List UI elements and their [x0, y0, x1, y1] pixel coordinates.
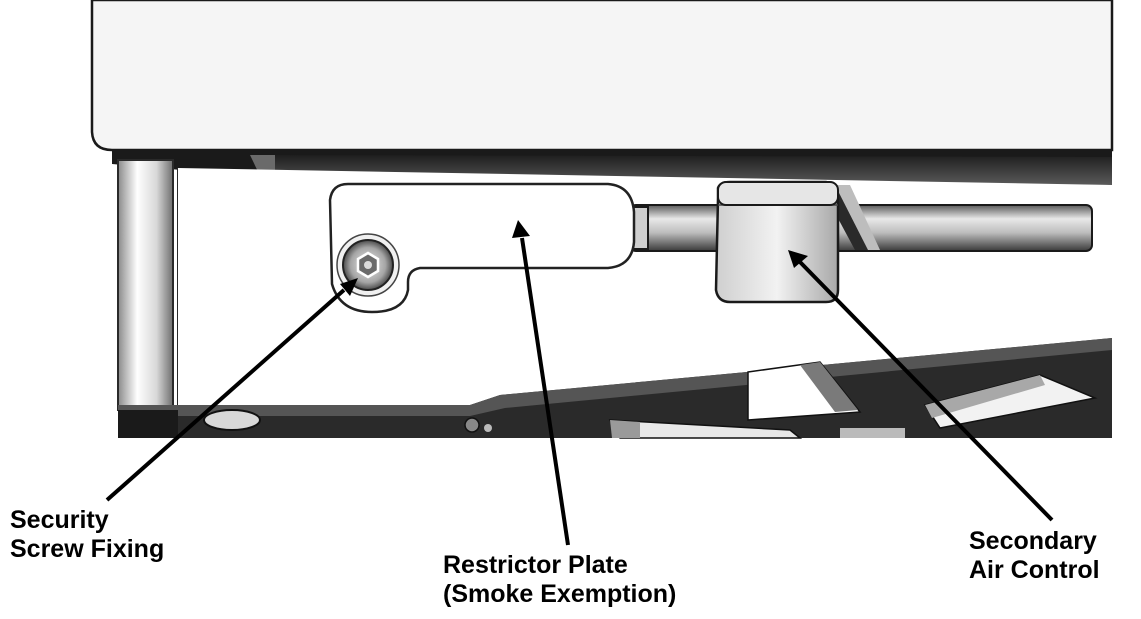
- label-secondary-air-control: Secondary Air Control: [969, 527, 1100, 585]
- label-restrictor-plate: Restrictor Plate (Smoke Exemption): [443, 551, 676, 609]
- arrow-secondary-air: [788, 250, 1054, 522]
- base-tray: [118, 338, 1112, 438]
- security-screw: [336, 233, 400, 297]
- arrow-security-screw: [105, 278, 358, 502]
- label-security-line2: Screw Fixing: [10, 535, 165, 563]
- tray-vents: [608, 361, 1098, 439]
- arrow-restrictor-plate: [512, 220, 570, 546]
- label-secondary-line2: Air Control: [969, 556, 1100, 584]
- label-security-screw-fixing: Security Screw Fixing: [10, 506, 164, 564]
- label-security-line1: Security: [10, 506, 109, 534]
- label-restrictor-line2: (Smoke Exemption): [443, 580, 677, 608]
- restrictor-plate: [328, 182, 636, 314]
- label-secondary-line1: Secondary: [969, 527, 1097, 555]
- top-housing-panel: [90, 0, 1114, 152]
- label-restrictor-line1: Restrictor Plate: [443, 551, 628, 579]
- left-support-post: [117, 159, 179, 411]
